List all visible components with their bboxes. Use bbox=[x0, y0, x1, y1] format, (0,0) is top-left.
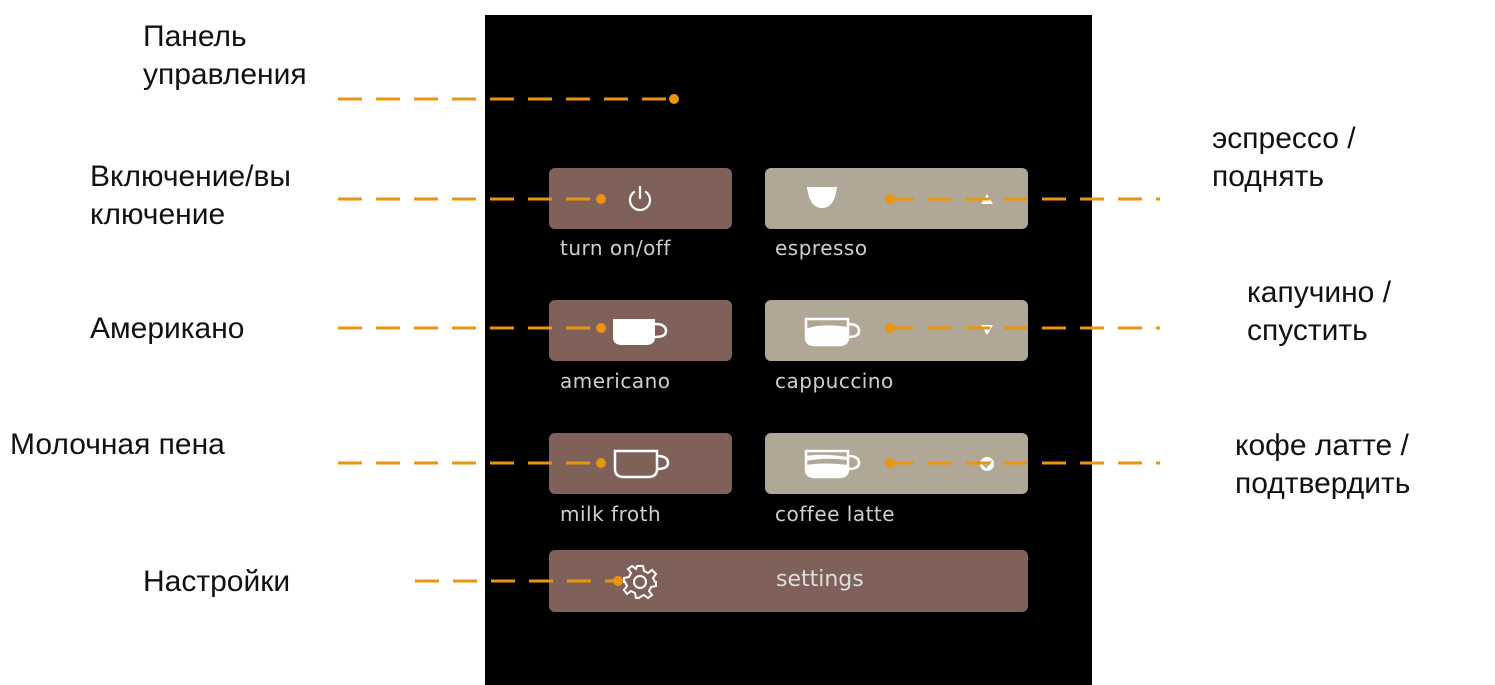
annotation-cappuccino: капучино / спустить bbox=[1247, 274, 1391, 349]
annotation-cappuccino-line1: капучино / bbox=[1247, 276, 1392, 309]
annotation-milk-froth: Молочная пена bbox=[10, 428, 225, 461]
cappuccino-cup-icon bbox=[804, 317, 861, 347]
confirm-icon bbox=[980, 457, 994, 471]
power-button-caption: turn on/off bbox=[560, 236, 671, 260]
latte-button-caption: coffee latte bbox=[775, 502, 896, 526]
annotation-panel: Панель управления bbox=[143, 18, 307, 93]
latte-cup-icon bbox=[804, 449, 861, 479]
annotation-power: Включение/вы ключение bbox=[90, 158, 291, 233]
settings-button-label: settings bbox=[776, 567, 864, 592]
annotation-espresso-line1: эспрессо / bbox=[1212, 122, 1356, 155]
settings-button[interactable] bbox=[549, 550, 1028, 612]
annotation-latte: кофе латте / подтвердить bbox=[1235, 427, 1410, 502]
cappuccino-button-caption: cappuccino bbox=[775, 369, 894, 393]
annotation-panel-line1: Панель bbox=[143, 20, 247, 53]
espresso-cup-icon bbox=[807, 187, 837, 208]
annotation-power-line2: ключение bbox=[90, 197, 226, 231]
milk-froth-cup-icon bbox=[613, 449, 670, 479]
power-icon bbox=[628, 185, 652, 212]
annotation-power-line1: Включение/вы bbox=[90, 160, 291, 193]
annotation-espresso-line2: поднять bbox=[1212, 159, 1324, 193]
americano-cup-icon bbox=[613, 319, 668, 345]
milk-froth-button-caption: milk froth bbox=[560, 502, 662, 526]
annotation-espresso: эспрессо / поднять bbox=[1212, 120, 1356, 195]
annotation-latte-line2: подтвердить bbox=[1235, 466, 1411, 500]
annotation-americano: Американо bbox=[90, 312, 245, 345]
annotation-latte-line1: кофе латте / bbox=[1235, 429, 1409, 462]
gear-icon bbox=[622, 564, 658, 600]
arrow-up-icon bbox=[981, 194, 993, 204]
annotation-panel-line2: управления bbox=[143, 57, 307, 91]
arrow-down-icon bbox=[981, 325, 993, 335]
annotation-settings: Настройки bbox=[143, 565, 291, 598]
americano-button-caption: americano bbox=[560, 369, 671, 393]
annotation-cappuccino-line2: спустить bbox=[1247, 313, 1368, 347]
espresso-button-caption: espresso bbox=[775, 236, 868, 260]
